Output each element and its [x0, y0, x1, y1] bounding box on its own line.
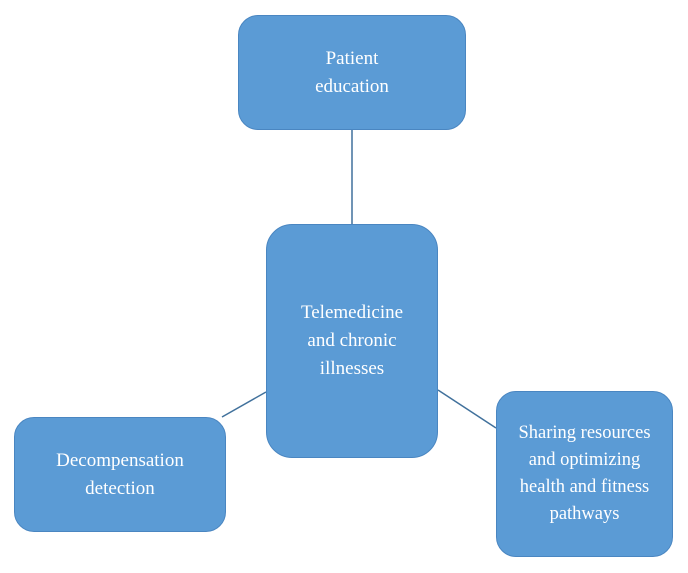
node-sharing-resources: Sharing resources and optimizing health …: [496, 391, 673, 557]
node-label: Decompensation detection: [56, 449, 184, 499]
node-label: Telemedicine and chronic illnesses: [300, 302, 404, 379]
node-patient-education: Patient education: [238, 15, 466, 130]
node-telemedicine-chronic-illnesses: Telemedicine and chronic illnesses: [266, 224, 438, 458]
connector-right: [437, 389, 497, 429]
connector-left: [221, 391, 267, 418]
node-decompensation-detection: Decompensation detection: [14, 417, 226, 532]
node-label: Sharing resources and optimizing health …: [518, 423, 651, 524]
node-label: Patient education: [315, 47, 389, 97]
